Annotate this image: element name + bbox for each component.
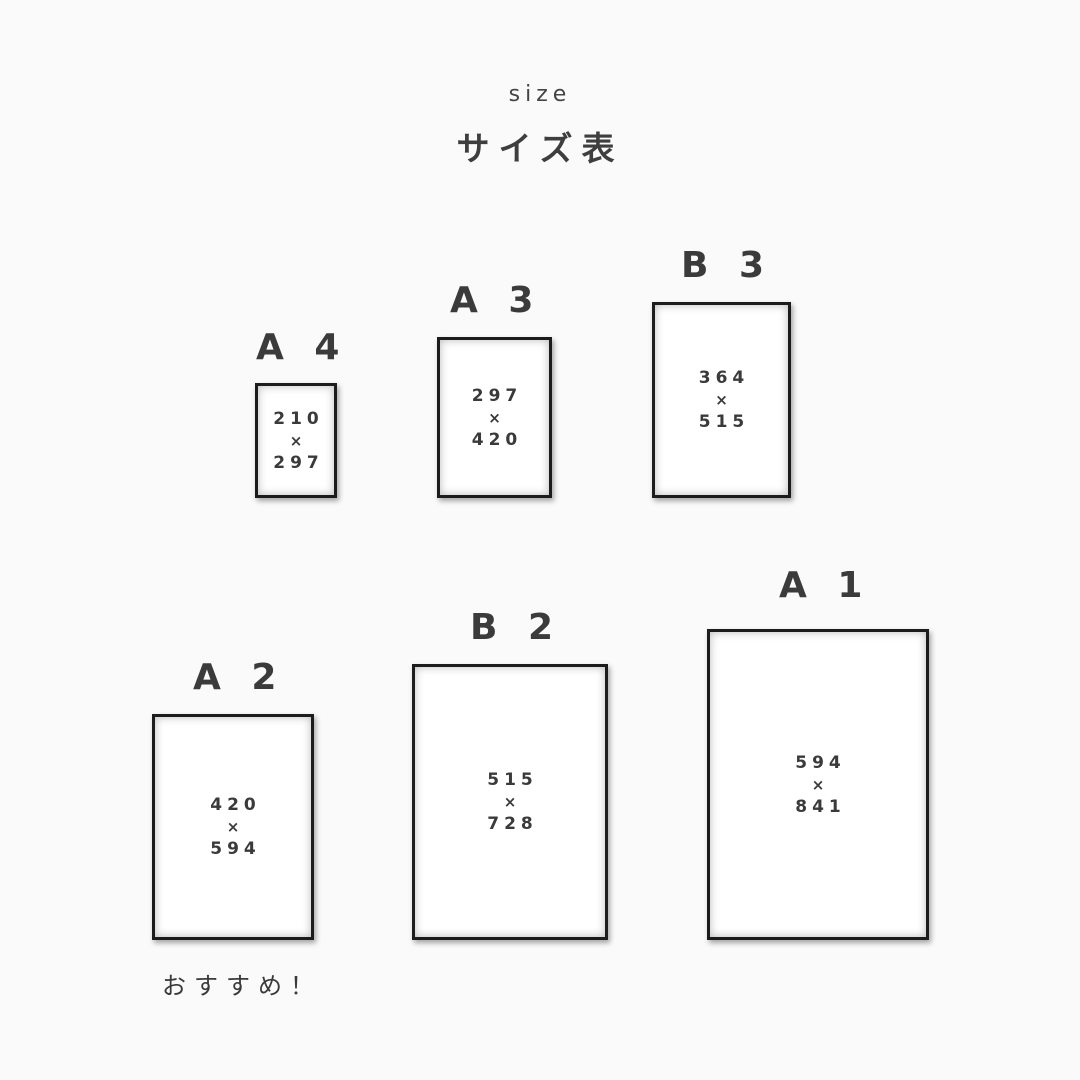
dimensions-a2: 420 × 594 bbox=[205, 794, 261, 860]
frame-a3: 297 × 420 bbox=[437, 337, 552, 498]
dimensions-b2: 515 × 728 bbox=[482, 769, 538, 835]
times-symbol: × bbox=[811, 775, 825, 794]
width-value: 297 bbox=[471, 385, 523, 406]
frame-a2: 420 × 594 bbox=[152, 714, 314, 940]
frame-label-a3: A 3 bbox=[450, 280, 543, 321]
size-subtitle: size bbox=[508, 82, 572, 107]
height-value: 728 bbox=[487, 814, 538, 834]
frame-label-a4: A 4 bbox=[256, 327, 349, 368]
height-value: 515 bbox=[698, 412, 750, 432]
recommendation-note: おすすめ！ bbox=[162, 972, 322, 1000]
times-symbol: × bbox=[715, 391, 728, 409]
frame-a4: 210 × 297 bbox=[255, 383, 337, 498]
width-value: 364 bbox=[698, 368, 750, 388]
times-symbol: × bbox=[289, 431, 303, 450]
dimensions-a3: 297 × 420 bbox=[467, 385, 523, 451]
frame-label-a1: A 1 bbox=[779, 565, 872, 606]
dimensions-a1: 594 × 841 bbox=[790, 752, 846, 818]
height-value: 297 bbox=[273, 452, 324, 473]
frame-b3: 364 × 515 bbox=[652, 302, 791, 498]
width-value: 420 bbox=[210, 795, 261, 815]
frame-a1: 594 × 841 bbox=[707, 629, 929, 940]
times-symbol: × bbox=[503, 793, 517, 811]
height-value: 420 bbox=[471, 429, 523, 450]
width-value: 594 bbox=[795, 752, 846, 773]
frame-b2: 515 × 728 bbox=[412, 664, 608, 940]
dimensions-b3: 364 × 515 bbox=[694, 367, 750, 433]
frame-label-b3: B 3 bbox=[681, 245, 774, 286]
times-symbol: × bbox=[488, 408, 501, 427]
page-title: サイズ表 bbox=[456, 129, 624, 168]
frame-label-b2: B 2 bbox=[470, 607, 563, 648]
frame-label-a2: A 2 bbox=[193, 657, 286, 698]
width-value: 515 bbox=[487, 770, 538, 790]
times-symbol: × bbox=[226, 818, 240, 836]
width-value: 210 bbox=[273, 408, 324, 429]
height-value: 594 bbox=[210, 839, 261, 859]
dimensions-a4: 210 × 297 bbox=[268, 408, 324, 474]
height-value: 841 bbox=[795, 796, 846, 817]
